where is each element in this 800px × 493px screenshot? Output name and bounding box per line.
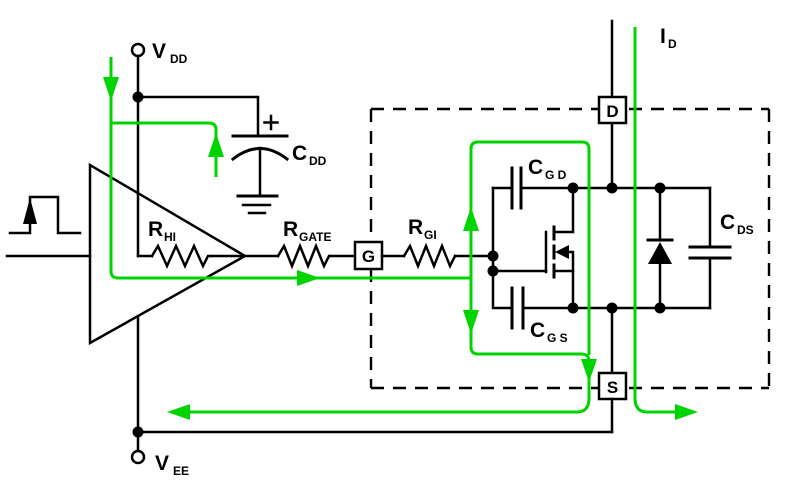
body-diode xyxy=(646,186,674,310)
junction-dot xyxy=(654,302,666,314)
source-terminal-square xyxy=(597,371,628,401)
rgi-resistor xyxy=(380,242,495,270)
gate-terminal-box: G xyxy=(353,240,384,271)
drain-branch: D xyxy=(597,19,628,190)
component-labels: V DD C DD R HI R GATE R GI C G D C G S C… xyxy=(148,25,754,478)
gate-driver-triangle xyxy=(88,162,248,346)
rgate-resistor xyxy=(276,242,357,270)
pulse-rising-edge-arrow-icon xyxy=(23,198,37,224)
arrow-right-icon xyxy=(297,270,320,286)
cgs-label: C xyxy=(530,319,545,342)
mosfet-symbol xyxy=(491,186,575,310)
ground-symbol xyxy=(236,194,279,215)
source-branch: S xyxy=(136,306,628,434)
arrow-up-icon xyxy=(463,207,479,231)
rhi-zigzag xyxy=(150,242,214,270)
gate-bus xyxy=(491,186,514,310)
drain-current-path xyxy=(633,27,676,414)
id-label-sub: D xyxy=(668,37,677,51)
rgi-label-sub: GI xyxy=(424,228,437,242)
arrow-right-icon xyxy=(675,404,698,420)
cgd-charge-loop-path xyxy=(469,140,591,355)
arrow-up-icon xyxy=(208,133,224,157)
mosfet-body-lead xyxy=(565,250,575,310)
gate-bus-wire xyxy=(491,186,514,310)
junction-dot xyxy=(132,91,144,103)
vdd-terminal-circle xyxy=(130,42,146,58)
cgd-label: C xyxy=(528,156,543,179)
junction-dot xyxy=(132,426,144,438)
vdd-label: V xyxy=(152,40,166,63)
pulse-waveform xyxy=(8,195,82,235)
junction-dot xyxy=(606,302,618,314)
arrow-down-icon xyxy=(581,359,597,382)
arrow-left-icon xyxy=(167,404,190,420)
cgs-label-sub: G S xyxy=(547,331,568,345)
turn-on-current-path-main xyxy=(109,57,471,280)
junction-dot xyxy=(487,250,499,262)
junction-dot xyxy=(606,182,618,194)
rgate-zigzag xyxy=(276,242,332,270)
vee-terminal-circle xyxy=(130,449,146,465)
cdd-label-sub: DD xyxy=(309,154,327,168)
rgate-label: R xyxy=(283,218,298,241)
junction-dot xyxy=(487,265,499,277)
cdd-capacitor xyxy=(230,114,290,215)
arrow-down-icon xyxy=(463,310,479,334)
vee-label-sub: EE xyxy=(173,464,189,478)
id-label: I xyxy=(660,25,666,48)
vee-branch xyxy=(130,315,146,465)
cds-label-sub: DS xyxy=(737,223,754,237)
vdd-label-sub: DD xyxy=(170,52,188,66)
cds-label: C xyxy=(720,211,735,234)
junction-dot xyxy=(567,302,579,314)
vdd-branch xyxy=(130,42,260,258)
junction-dot xyxy=(567,182,579,194)
source-terminal-letter: S xyxy=(607,378,618,397)
mosfet-body-arrow-icon xyxy=(555,245,569,259)
mosfet-drain-lead xyxy=(552,186,575,234)
rgi-label: R xyxy=(408,216,423,239)
cds-capacitor xyxy=(688,186,732,310)
vee-label: V xyxy=(155,452,169,475)
input-pulse-symbol xyxy=(5,195,92,258)
rgate-label-sub: GATE xyxy=(299,230,331,244)
cdd-label: C xyxy=(292,142,307,165)
rhi-label: R xyxy=(148,218,163,241)
mosfet-model-boundary xyxy=(369,107,771,390)
source-return-path xyxy=(172,346,591,414)
vdd-to-cdd-wire xyxy=(136,95,260,138)
cgd-capacitor xyxy=(510,166,523,210)
cdd-plus-sign xyxy=(263,114,279,131)
cgd-label-sub: G D xyxy=(545,168,567,182)
diode-triangle-icon xyxy=(648,242,672,264)
current-flow-paths xyxy=(103,27,698,420)
arrow-down-icon xyxy=(103,77,119,101)
rhi-resistor xyxy=(136,242,280,270)
rhi-label-sub: HI xyxy=(164,230,176,244)
drain-terminal-letter: D xyxy=(606,102,618,121)
gate-terminal-letter: G xyxy=(362,247,375,266)
drain-terminal-square xyxy=(597,95,628,125)
cgs-capacitor xyxy=(510,286,525,330)
cdd-supply-loop-path xyxy=(112,121,218,177)
rgi-zigzag xyxy=(402,242,457,270)
junction-dots xyxy=(132,91,666,438)
junction-dot xyxy=(654,182,666,194)
